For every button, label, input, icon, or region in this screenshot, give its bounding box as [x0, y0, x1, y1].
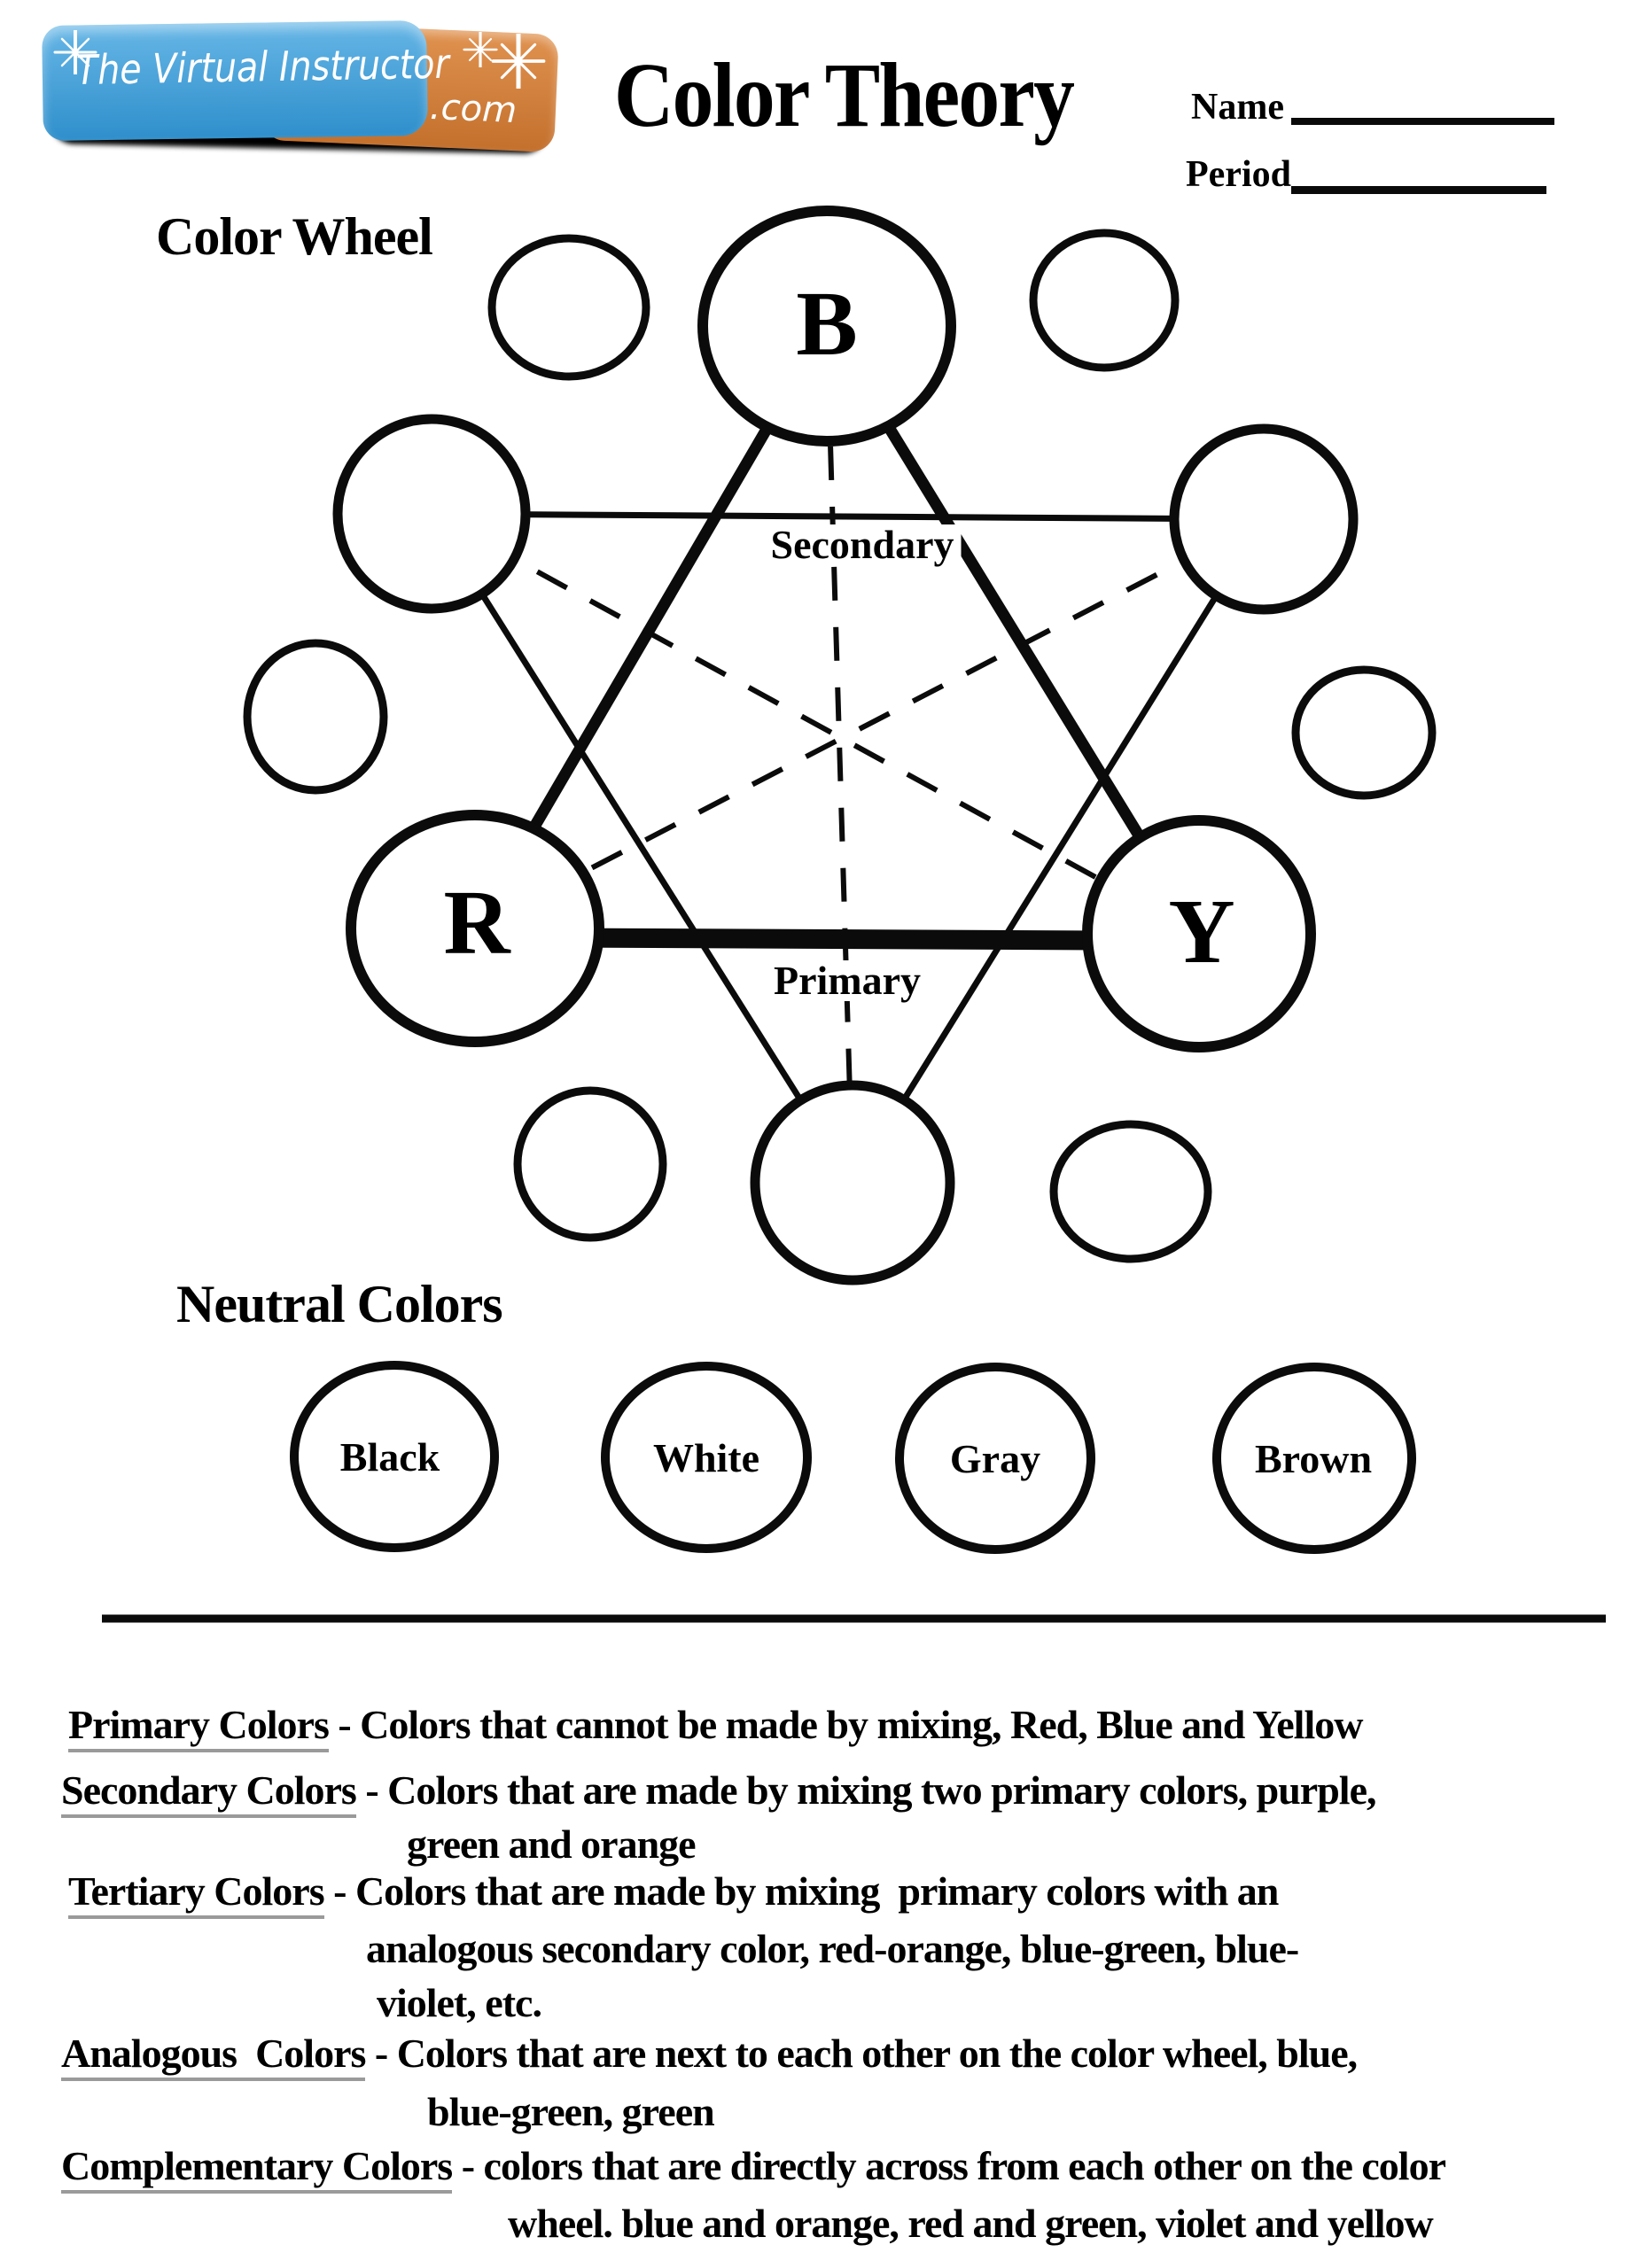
neutral-label-gray: Gray	[949, 1436, 1041, 1481]
neutral-circle-white	[601, 1362, 812, 1553]
definition-primary: Primary Colors - Colors that cannot be m…	[68, 1702, 1363, 1752]
secondary-triangle-top-edge	[431, 510, 1265, 523]
definition-text: - Colors that cannot be made by mixing, …	[328, 1702, 1363, 1747]
definition-term: Analogous Colors	[61, 2031, 366, 2081]
wheel-letter-red: R	[443, 872, 510, 974]
wheel-letter-yellow: Y	[1168, 881, 1235, 983]
definition-analogous-cont: blue-green, green	[427, 2089, 715, 2134]
logo-brand-text: The Virtual Instructor	[75, 39, 450, 94]
definition-term: Complementary Colors	[61, 2143, 453, 2194]
definition-term: Tertiary Colors	[68, 1868, 325, 1919]
definition-tertiary-cont-1: analogous secondary color, red-orange, b…	[366, 1926, 1299, 1971]
name-label: Name	[1191, 87, 1284, 128]
wheel-circle-tertiary-top-left	[487, 234, 650, 381]
period-blank-line	[1291, 186, 1546, 194]
wheel-circle-tertiary-bottom-right	[1049, 1120, 1212, 1263]
definition-term: Primary Colors	[68, 1702, 330, 1752]
wheel-circle-tertiary-top-right	[1029, 229, 1180, 372]
definition-text: - Colors that are made by mixing primary…	[323, 1868, 1279, 1914]
dashed-line-green-red	[473, 517, 1266, 931]
neutral-label-brown: Brown	[1254, 1436, 1373, 1481]
wheel-circle-tertiary-right	[1291, 665, 1437, 800]
wheel-letter-blue: B	[796, 273, 858, 375]
neutral-label-white: White	[652, 1435, 760, 1480]
definition-secondary-cont: green and orange	[407, 1821, 697, 1867]
name-blank-line	[1291, 118, 1554, 125]
neutral-circle-brown	[1212, 1363, 1416, 1554]
wheel-circle-tertiary-bottom-left	[513, 1086, 667, 1242]
wheel-circle-secondary-right	[1169, 423, 1359, 615]
wheel-circle-primary-red	[346, 810, 604, 1047]
wheel-circle-secondary-bottom	[750, 1080, 955, 1285]
neutral-colors-heading: Neutral Colors	[176, 1275, 503, 1333]
dashed-line-blue-orange	[824, 325, 855, 1184]
definition-secondary: Secondary Colors - Colors that are made …	[61, 1767, 1376, 1818]
definition-text: - colors that are directly across from e…	[452, 2143, 1446, 2188]
definition-complementary: Complementary Colors - colors that are d…	[61, 2143, 1446, 2194]
wheel-circle-primary-yellow	[1082, 815, 1316, 1052]
sparkle-icon	[463, 32, 498, 67]
primary-triangle-label: Primary	[766, 960, 929, 1001]
color-wheel-heading: Color Wheel	[156, 207, 433, 266]
sparkle-icon	[53, 30, 97, 74]
definition-tertiary: Tertiary Colors - Colors that are made b…	[68, 1868, 1279, 1919]
dashed-line-purple-yellow	[430, 511, 1201, 936]
definition-term: Secondary Colors	[61, 1767, 357, 1818]
definition-analogous: Analogous Colors - Colors that are next …	[61, 2031, 1358, 2081]
secondary-triangle-right-edge	[850, 517, 1266, 1184]
sparkle-icon	[491, 34, 546, 89]
secondary-triangle-label: Secondary	[763, 524, 962, 565]
definition-text: - Colors that are made by mixing two pri…	[355, 1767, 1376, 1813]
site-logo: The Virtual Instructor .com	[42, 16, 574, 158]
definition-text: - Colors that are next to each other on …	[365, 2031, 1358, 2076]
wheel-circle-tertiary-left	[243, 639, 388, 795]
definition-complementary-cont: wheel. blue and orange, red and green, v…	[508, 2201, 1434, 2246]
period-label: Period	[1186, 154, 1291, 195]
secondary-triangle-left-edge	[429, 512, 855, 1184]
wheel-circle-secondary-left	[332, 414, 531, 614]
page-title: Color Theory	[613, 44, 1075, 146]
logo-dotcom-text: .com	[429, 86, 518, 132]
wheel-circle-primary-blue	[697, 206, 956, 447]
neutral-circle-black	[290, 1361, 499, 1552]
neutral-label-black: Black	[339, 1434, 440, 1480]
definition-tertiary-cont-2: violet, etc.	[377, 1980, 542, 2025]
neutral-circle-gray	[895, 1363, 1095, 1554]
